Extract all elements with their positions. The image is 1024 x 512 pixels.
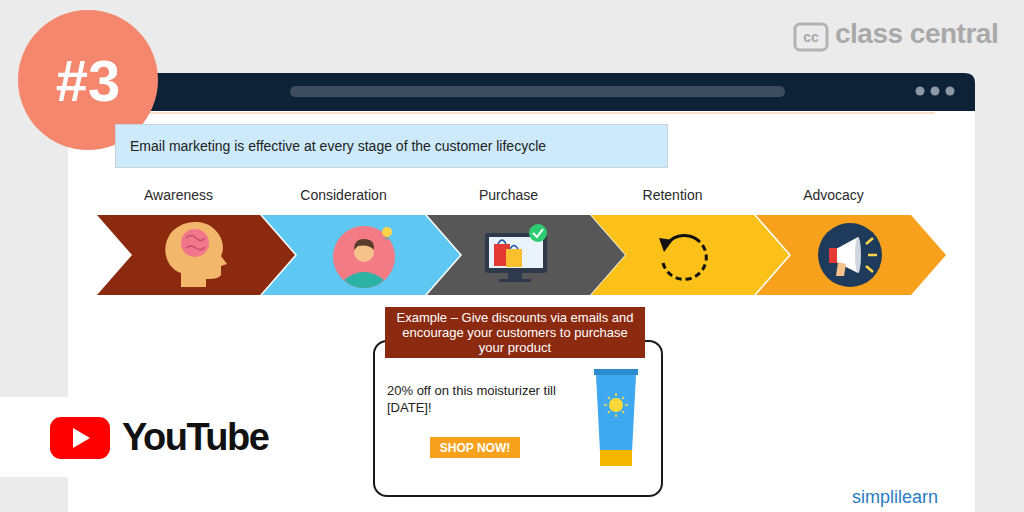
stage-chevron-text: Consideration: [262, 180, 460, 205]
moisturizer-tube: [609, 398, 623, 412]
play-logo: [50, 417, 110, 459]
awareness-icon: [186, 236, 205, 250]
purchase-icon: [489, 237, 543, 268]
chevron-shape: [262, 215, 460, 295]
advocacy-icon: [866, 238, 877, 272]
logo-frame: [795, 24, 827, 50]
consideration-icon: [382, 227, 392, 237]
consideration-icon: [354, 239, 374, 250]
browser-window: [290, 86, 785, 97]
advocacy-icon: [829, 248, 837, 263]
advocacy-icon: [818, 223, 882, 287]
purchase-icon: [485, 233, 547, 273]
purchase-icon: [533, 229, 543, 237]
stage-chevron: Purchase: [427, 180, 625, 295]
purchase-icon: [508, 273, 522, 279]
moisturizer-tube: [604, 393, 628, 417]
moisturizer-tube: [594, 369, 638, 375]
watermark: simplilearn: [852, 487, 938, 508]
stage-chevron: Consideration: [262, 180, 460, 295]
awareness-icon: [165, 222, 227, 287]
youtube-logo: YouTube: [0, 397, 290, 477]
consideration-icon: [385, 237, 389, 240]
consideration-icon: [354, 242, 374, 262]
moisturizer-tube: [594, 369, 638, 466]
browser-window: [120, 112, 935, 114]
youtube-logo-text: YouTube: [122, 397, 290, 477]
consideration-icon: [333, 226, 395, 288]
advocacy-icon: [836, 237, 858, 273]
awareness-icon: [181, 229, 209, 257]
example-banner: Example – Give discounts via emails and …: [385, 307, 645, 358]
chevron-shape: [427, 215, 625, 295]
stage-chevron-text: Advocacy: [756, 180, 946, 205]
example-banner-text: Example – Give discounts via emails and …: [393, 310, 637, 355]
stage-chevron-text: Retention: [591, 180, 789, 205]
stage-chevron-text: Awareness: [97, 180, 295, 205]
chevron-shape: [756, 215, 946, 295]
stage-chevron: Awareness: [97, 180, 295, 295]
purchase-icon: [498, 240, 518, 249]
purchase-icon: [494, 244, 510, 266]
awareness-icon: [165, 222, 227, 287]
browser-window: [931, 87, 940, 96]
purchase-icon: [529, 224, 547, 242]
chevron-shape: [427, 215, 625, 295]
shop-button-text: SHOP NOW!: [440, 441, 510, 455]
purchase-icon: [506, 249, 522, 267]
stage-chevron: Advocacy: [756, 180, 946, 295]
advocacy-icon: [836, 262, 846, 276]
consideration-icon: [344, 272, 384, 288]
heading-box-text: Email marketing is effective at every st…: [130, 137, 653, 155]
browser-window: [68, 73, 975, 111]
browser-window: [68, 73, 975, 512]
browser-window: [68, 73, 975, 512]
play-logo: [73, 428, 90, 448]
consideration-icon: [333, 226, 395, 288]
play-logo: [50, 417, 110, 459]
retention-icon: [663, 242, 706, 279]
stage-chevron-text: Purchase: [427, 180, 625, 205]
stage-chevron: Retention: [591, 180, 789, 295]
browser-window: [916, 87, 925, 96]
step-badge-text: #3: [56, 47, 121, 114]
retention-icon: [667, 235, 700, 244]
advocacy-icon: [855, 237, 861, 273]
chevron-shape: [97, 215, 295, 295]
retention-icon: [659, 235, 706, 279]
retention-icon: [659, 238, 673, 252]
shop-button: SHOP NOW!: [430, 437, 520, 458]
chevron-shape: [591, 215, 789, 295]
logo-text: class central: [835, 18, 998, 50]
browser-window: [946, 87, 955, 96]
email-card: 20% off on this moisturizer till [DATE]!…: [373, 340, 663, 497]
advocacy-icon: [818, 223, 882, 287]
moisturizer-tube: [596, 375, 636, 452]
purchase-icon: [499, 279, 531, 282]
chevron-shape: [97, 215, 295, 295]
email-card-text: 20% off on this moisturizer till [DATE]!: [387, 382, 572, 416]
purchase-icon: [485, 224, 547, 282]
heading-box: Email marketing is effective at every st…: [115, 124, 668, 168]
chevron-shape: [756, 215, 946, 295]
chevron-shape: [262, 215, 460, 295]
moisturizer-tube: [600, 450, 632, 466]
chevron-shape: [591, 215, 789, 295]
logo-mark: cc: [795, 24, 827, 50]
